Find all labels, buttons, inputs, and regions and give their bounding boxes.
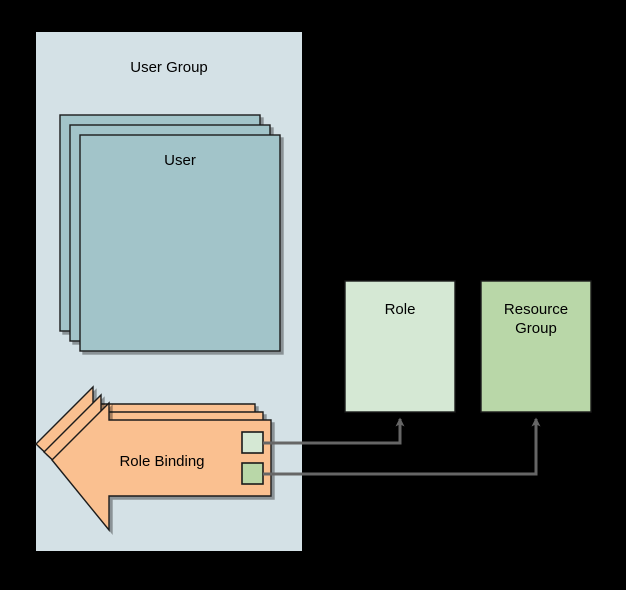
role-binding-card-front[interactable] (51, 401, 272, 532)
role-box[interactable] (344, 280, 456, 413)
resource-group-port-square[interactable] (241, 462, 264, 485)
role-binding-stack[interactable] (34, 385, 272, 532)
user-card-front[interactable] (79, 134, 281, 352)
edge-role-binding-to-role[interactable] (263, 417, 405, 445)
role-port-square[interactable] (241, 431, 264, 454)
user-stack[interactable] (59, 114, 281, 352)
edge-role-binding-to-resource-group[interactable] (263, 417, 541, 476)
resource-group-box[interactable] (480, 280, 592, 413)
